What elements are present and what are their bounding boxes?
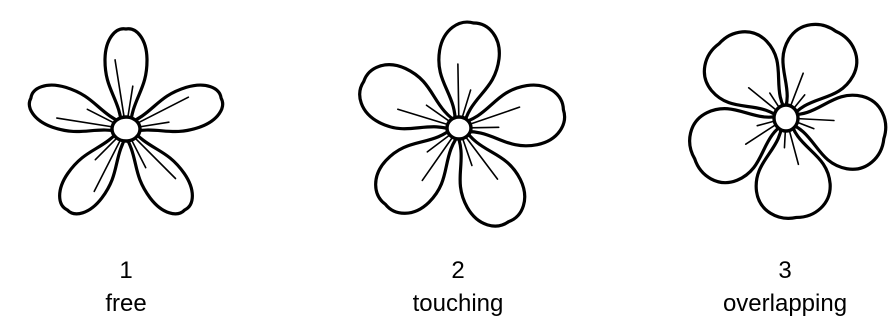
- flower-1-label: free: [26, 290, 226, 318]
- flower-free: [24, 29, 228, 223]
- flower-2-label: touching: [358, 290, 558, 318]
- stamen-line: [470, 127, 499, 128]
- flower-3-number: 3: [685, 257, 885, 285]
- stamen-line: [458, 64, 459, 117]
- petal: [105, 29, 147, 129]
- flower-1-number: 1: [26, 257, 226, 285]
- flower-touching: [350, 19, 568, 236]
- flower-center: [447, 117, 471, 139]
- flower-3-label: overlapping: [685, 290, 885, 318]
- flower-center: [112, 117, 140, 141]
- flower-overlapping: [679, 13, 889, 222]
- flower-center: [774, 105, 798, 131]
- flower-2-number: 2: [358, 257, 558, 285]
